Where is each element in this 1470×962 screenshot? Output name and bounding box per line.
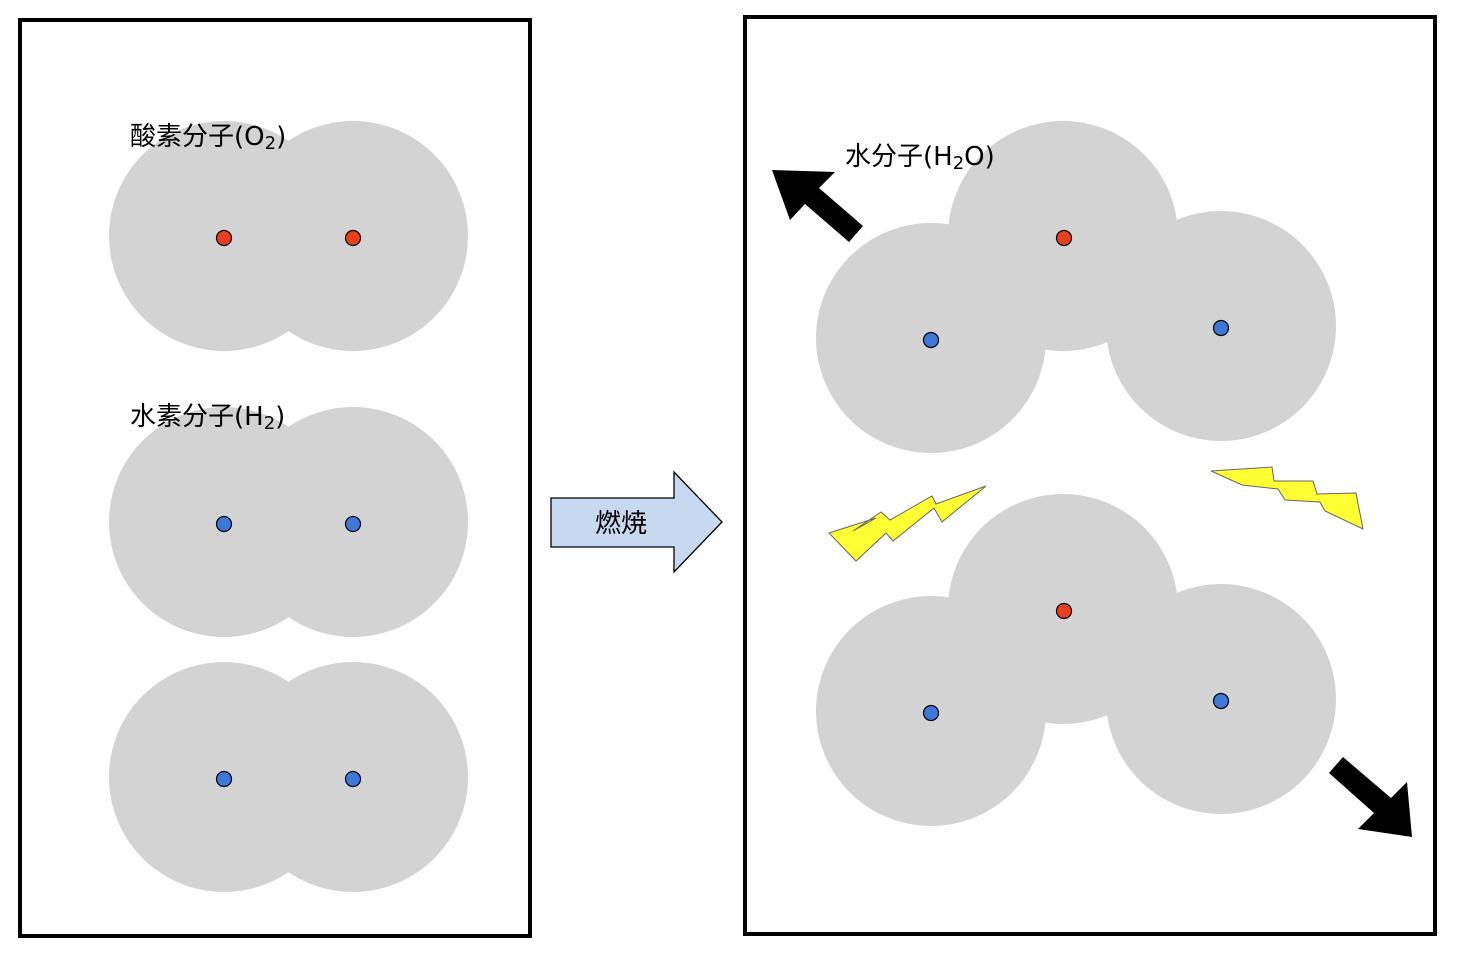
hydrogen-atom-nucleus [215,770,233,788]
reaction-arrow: 燃焼 [550,470,723,574]
hydrogen-molecule [109,407,468,637]
water-molecule [816,121,1336,453]
hydrogen-atom-nucleus [922,331,940,349]
oxygen-molecule-label: 酸素分子(O2) [130,122,286,154]
oxygen-molecule [109,121,468,351]
products-panel [743,15,1437,936]
hydrogen-molecule [109,662,468,892]
hydrogen-atom-nucleus [1212,692,1230,710]
hydrogen-atom-nucleus [344,770,362,788]
oxygen-atom-nucleus [215,229,233,247]
energy-spark-icon [828,485,987,562]
motion-arrow-icon [1329,757,1412,837]
hydrogen-atom-nucleus [215,515,233,533]
reaction-label: 燃焼 [595,509,647,539]
oxygen-atom-nucleus [344,229,362,247]
water-molecule-label: 水分子(H2O) [845,142,995,174]
motion-arrow-icon [772,170,863,242]
hydrogen-atom-nucleus [1212,319,1230,337]
oxygen-atom-nucleus [1055,602,1073,620]
hydrogen-atom-nucleus [922,704,940,722]
block-arrow-shape [550,470,723,574]
hydrogen-atom-nucleus [344,515,362,533]
reactants-panel [18,18,532,938]
water-molecule [816,494,1336,826]
hydrogen-molecule-label: 水素分子(H2) [130,402,285,434]
energy-spark-icon [1210,466,1364,530]
oxygen-atom-nucleus [1055,229,1073,247]
